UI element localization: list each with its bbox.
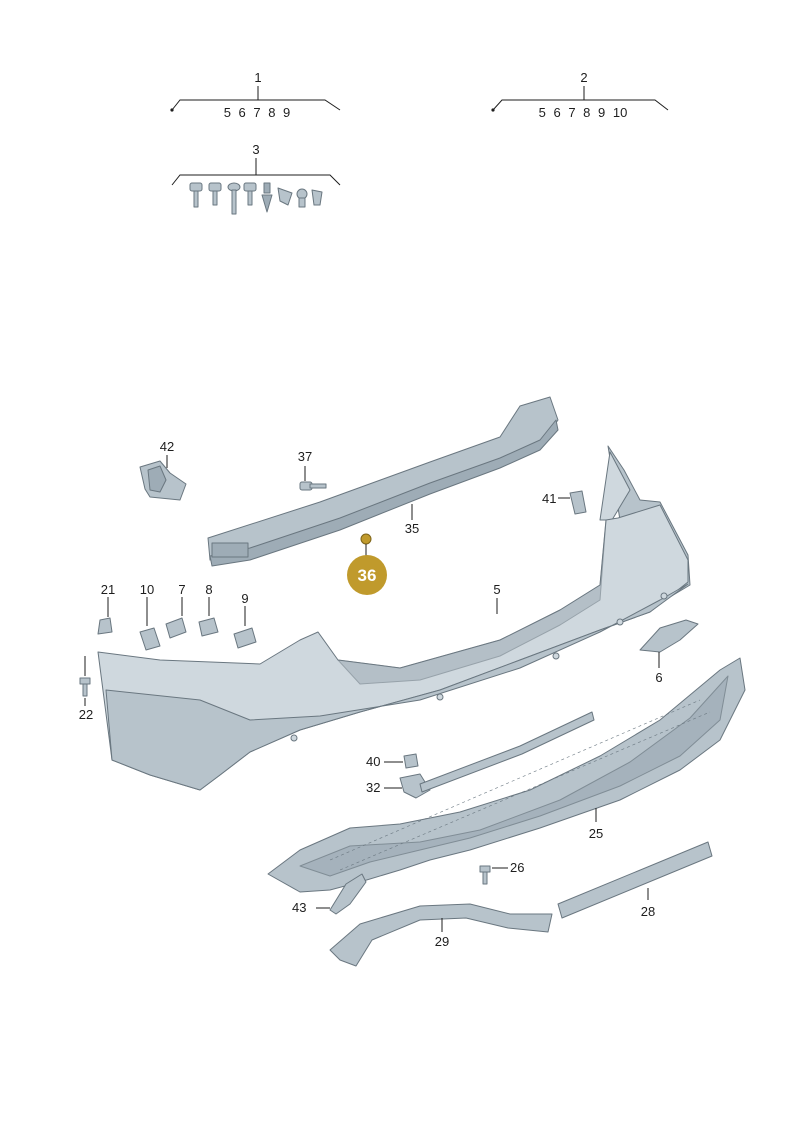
callout-29: 29: [435, 934, 449, 949]
callout-43: 43: [292, 900, 306, 915]
part-35-impact-absorber: 35: [207, 396, 559, 567]
callout-26: 26: [510, 860, 524, 875]
part-7-cap: 7: [165, 582, 187, 639]
part-41-bracket: 41: [542, 490, 587, 515]
group-1-items: 5 6 7 8 9: [224, 105, 291, 120]
part-28-strip: 28: [557, 841, 713, 919]
part-40-nut: 40: [366, 753, 419, 769]
highlighted-part-36[interactable]: 36: [347, 533, 387, 595]
callout-1: 1: [254, 70, 261, 85]
part-25-diffuser: 25: [267, 657, 746, 893]
part-26-screw: 26: [479, 860, 524, 885]
callout-35: 35: [405, 521, 419, 536]
callout-8: 8: [205, 582, 212, 597]
part-10-holder: 10: [139, 582, 161, 651]
callout-28: 28: [641, 904, 655, 919]
part-29-trim: 29: [329, 903, 553, 967]
group-2-bracket: 2 5 6 7 8 9 10: [491, 70, 669, 120]
highlight-number: 36: [358, 566, 377, 585]
callout-5: 5: [493, 582, 500, 597]
group-1-bracket: 1 5 6 7 8 9: [170, 70, 341, 120]
callout-25: 25: [589, 826, 603, 841]
callout-22: 22: [79, 707, 93, 722]
callout-6: 6: [655, 670, 662, 685]
highlight-badge[interactable]: [347, 555, 387, 595]
callout-42: 42: [160, 439, 174, 454]
part-43-cover: 43: [292, 873, 367, 915]
callout-9: 9: [241, 591, 248, 606]
group-2-items: 5 6 7 8 9 10: [539, 105, 628, 120]
callout-41: 41: [542, 491, 556, 506]
callout-40: 40: [366, 754, 380, 769]
part-5-bumper-cover: 5: [97, 445, 691, 791]
callout-37: 37: [298, 449, 312, 464]
fastener-set-icons: [189, 182, 323, 215]
part-6-cover-cap: 6: [639, 619, 699, 685]
group-3-bracket: 3: [171, 142, 341, 186]
part-9-bracket: 9: [233, 591, 257, 649]
part-37-screw: 37: [298, 449, 327, 491]
callout-21: 21: [101, 582, 115, 597]
callout-10: 10: [140, 582, 154, 597]
part-42-bracket: 42: [139, 439, 187, 501]
callout-2: 2: [580, 70, 587, 85]
callout-32: 32: [366, 780, 380, 795]
callout-3: 3: [252, 142, 259, 157]
part-8-cap: 8: [198, 582, 219, 637]
trim-strip: [419, 711, 595, 793]
part-22-screw: 22: [79, 656, 93, 722]
part-21-clip: 21: [97, 582, 115, 635]
callout-7: 7: [178, 582, 185, 597]
